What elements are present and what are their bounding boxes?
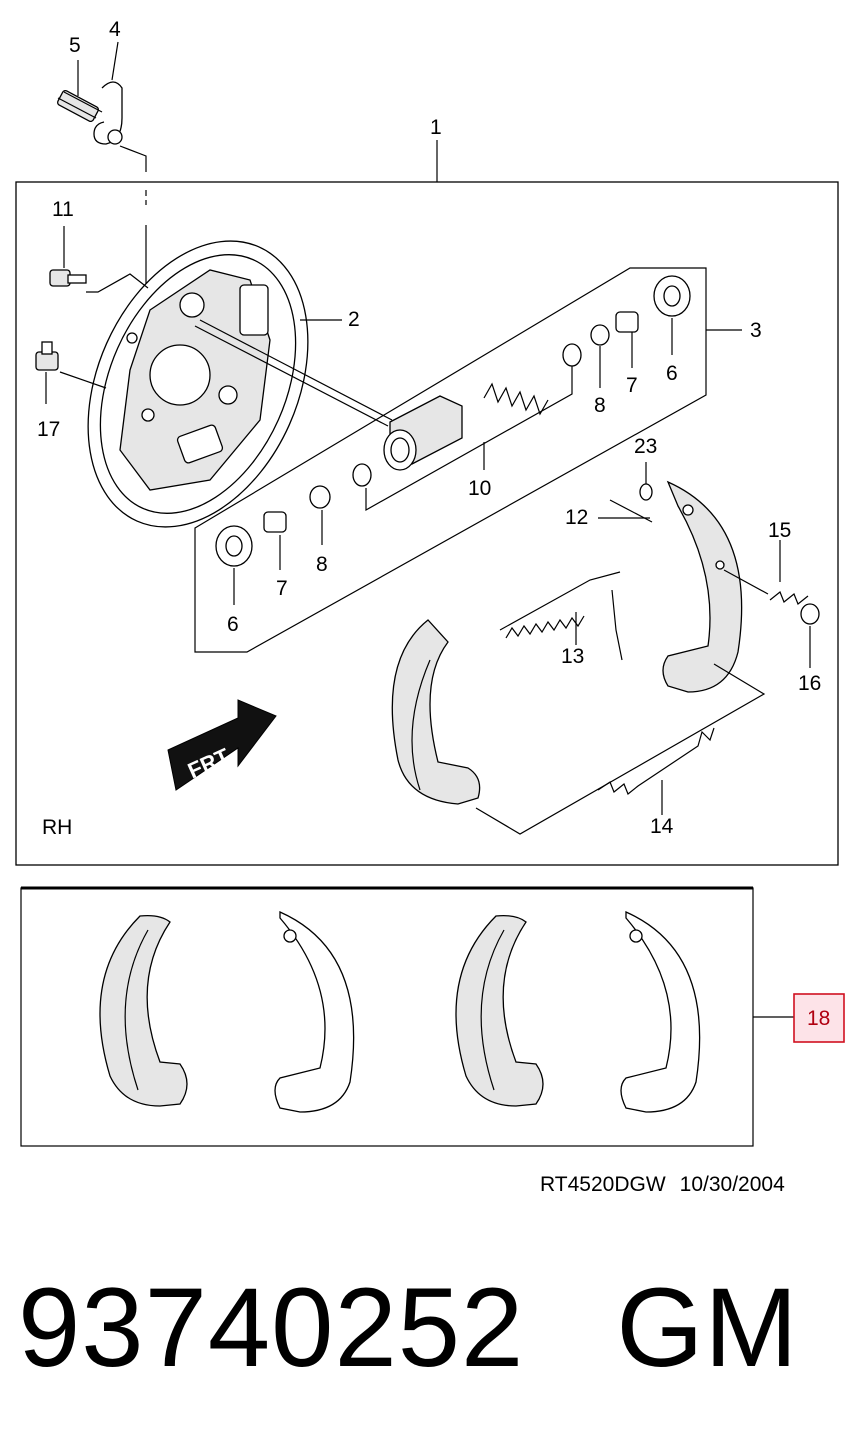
callout-11: 11	[52, 198, 74, 221]
document-reference: RT4520DGW 10/30/2004	[540, 1173, 785, 1197]
backing-plate	[87, 240, 309, 528]
brand-name: GM	[616, 1265, 799, 1390]
front-direction-arrow: FRT	[167, 699, 277, 791]
callout-18: 18	[807, 1007, 830, 1030]
shoe-set-left-lined	[99, 914, 188, 1107]
dust-boot-lower	[215, 525, 253, 567]
brake-shoe-trailing	[662, 480, 743, 693]
callout-16: 16	[798, 672, 821, 695]
side-label: RH	[42, 816, 72, 839]
doc-code: RT4520DGW	[540, 1173, 666, 1196]
spring-clip	[800, 603, 820, 625]
bolt	[49, 269, 87, 287]
callout-7-lower: 7	[276, 577, 288, 600]
wheel-cylinder	[383, 395, 463, 471]
assembly-frame	[15, 181, 839, 866]
callout-7-upper: 7	[626, 374, 638, 397]
callout-17: 17	[37, 418, 60, 441]
callout-14: 14	[650, 815, 674, 838]
callout-15: 15	[768, 519, 791, 542]
callout-8-upper: 8	[594, 394, 606, 417]
pin-washer	[639, 483, 653, 501]
callout-13: 13	[561, 645, 584, 668]
callout-6-lower: 6	[227, 613, 239, 636]
cylinder-group-frame	[194, 267, 707, 653]
brake-hose-fitting	[56, 81, 123, 145]
callout-23: 23	[634, 435, 657, 458]
doc-date: 10/30/2004	[679, 1173, 785, 1196]
bleeder-valve	[35, 341, 59, 371]
callout-4: 4	[109, 18, 121, 41]
callout-8-lower: 8	[316, 553, 328, 576]
return-spring	[597, 727, 715, 795]
brake-shoe-leading	[391, 619, 481, 805]
piston-lower	[263, 463, 372, 533]
callout-6-upper: 6	[666, 362, 678, 385]
part-number: 93740252	[18, 1265, 525, 1390]
shoe-set-right-bare	[620, 910, 701, 1113]
cylinder-spring	[483, 382, 549, 416]
dust-boot-upper	[653, 275, 691, 317]
adjuster-spring	[499, 571, 623, 661]
callout-3: 3	[750, 319, 762, 342]
piston-upper	[562, 311, 639, 367]
callout-5: 5	[69, 34, 81, 57]
shoe-set-right-lined	[455, 914, 544, 1107]
callout-10: 10	[468, 477, 491, 500]
hold-down-spring	[769, 591, 809, 605]
callout-2: 2	[348, 308, 360, 331]
callout-1: 1	[430, 116, 442, 139]
callout-12: 12	[565, 506, 588, 529]
shoe-set-left-bare	[274, 910, 355, 1113]
highlight-callout-box	[793, 993, 845, 1043]
